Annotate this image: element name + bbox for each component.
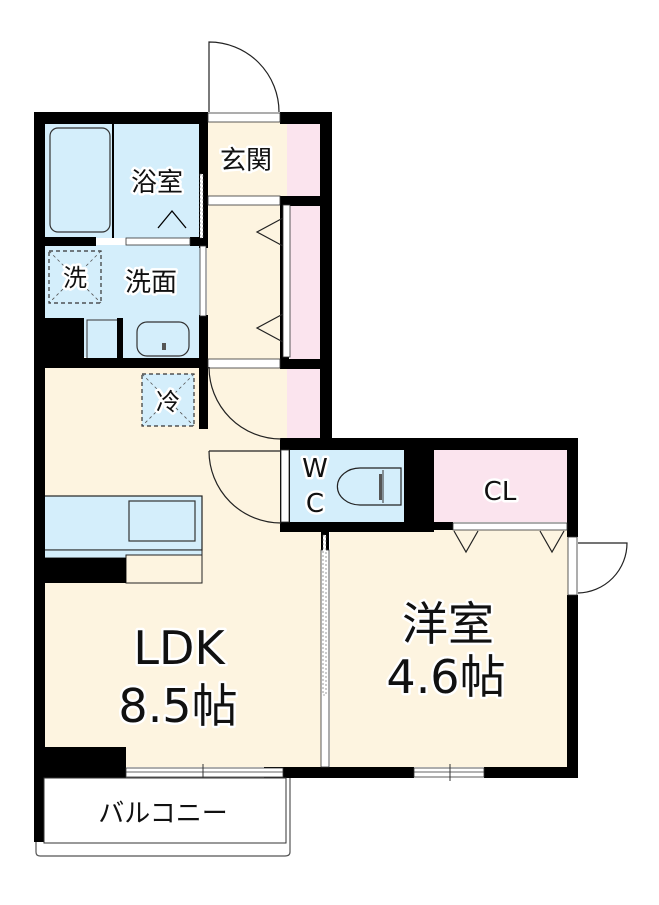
ldk-window — [125, 764, 284, 781]
hallway-floor — [207, 204, 287, 364]
entrance-label: 玄関 — [220, 146, 272, 176]
ldk-size-label: 8.5帖 — [118, 679, 237, 733]
storage-3 — [287, 368, 320, 438]
openings — [125, 112, 578, 781]
door-swings — [208, 41, 628, 594]
shoe-storage-1 — [287, 118, 320, 196]
refrigerator-space-icon — [141, 373, 195, 427]
toilet-label-w: W — [302, 454, 328, 484]
entrance-door-swing-icon — [208, 41, 280, 113]
western-room-size-label: 4.6帖 — [386, 650, 505, 704]
shoe-storage-2 — [290, 204, 320, 359]
closet-label: CL — [484, 477, 517, 507]
balcony-label: バルコニー — [98, 799, 227, 829]
bathtub-icon — [49, 127, 111, 233]
closet-floor — [433, 450, 567, 522]
washroom-label: 洗面 — [125, 268, 177, 298]
washbasin-icon — [86, 319, 200, 361]
western-room-floor — [330, 530, 570, 767]
exterior-door-swing-icon — [577, 542, 628, 594]
toilet-icon — [336, 467, 402, 506]
western-window — [413, 764, 485, 781]
floor-fills — [43, 118, 570, 767]
entrance-floor — [207, 118, 287, 196]
bathroom-label: 浴室 — [131, 168, 183, 198]
balcony — [35, 777, 291, 857]
ldk-door-swing-icon — [208, 366, 282, 440]
toilet-label-c: C — [306, 489, 324, 519]
washer-pan-icon — [48, 250, 102, 304]
ldk-name-label: LDK — [133, 621, 226, 675]
wc-door-swing-icon — [208, 450, 282, 524]
room-labels: 浴室 玄関 洗面 洗 冷 W C CL LDK 8.5帖 洋室 4.6帖 バルコ… — [61, 144, 520, 830]
door-hinge-icon — [157, 209, 187, 229]
refrigerator-label: 冷 — [156, 388, 180, 416]
western-room-name-label: 洋室 — [402, 597, 494, 651]
washer-label: 洗 — [63, 264, 87, 292]
